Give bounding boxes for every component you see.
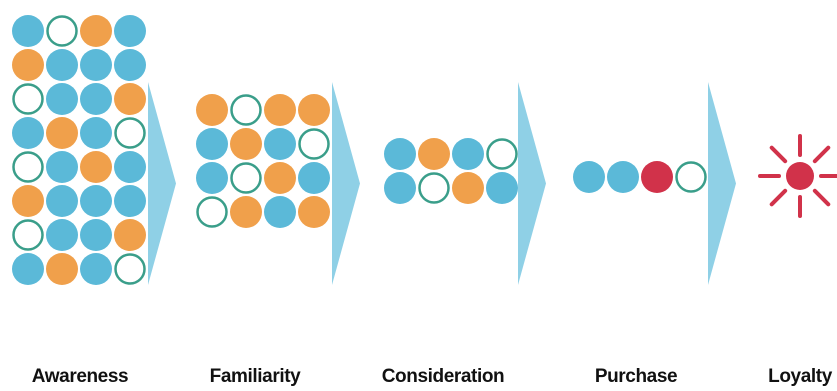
- blue-dot: [384, 138, 416, 170]
- loyalty-burst-icon: [758, 134, 837, 218]
- orange-dot: [114, 219, 146, 251]
- blue-dot: [46, 49, 78, 81]
- chevron-arrow-icon: [518, 82, 546, 285]
- orange-dot: [298, 196, 330, 228]
- red-dot: [641, 161, 673, 193]
- stage-dots-consideration: [384, 138, 518, 204]
- arrows-layer: [148, 82, 736, 285]
- empty-dot: [12, 151, 44, 183]
- orange-dot: [46, 253, 78, 285]
- orange-dot: [264, 94, 296, 126]
- orange-dot: [418, 138, 450, 170]
- stage-label-awareness: Awareness: [32, 366, 128, 387]
- stage-dots-awareness: [12, 15, 146, 285]
- blue-dot: [12, 15, 44, 47]
- chevron-arrow-icon: [332, 82, 360, 285]
- stage-dots-familiarity: [196, 94, 330, 228]
- orange-dot: [80, 15, 112, 47]
- blue-dot: [46, 151, 78, 183]
- blue-dot: [80, 117, 112, 149]
- loyalty-ray: [769, 188, 788, 207]
- blue-dot: [80, 83, 112, 115]
- blue-dot: [46, 83, 78, 115]
- orange-dot: [452, 172, 484, 204]
- blue-dot: [114, 15, 146, 47]
- empty-dot: [12, 83, 44, 115]
- blue-dot: [114, 49, 146, 81]
- dots-layer: [12, 15, 707, 285]
- orange-dot: [196, 94, 228, 126]
- blue-dot: [264, 196, 296, 228]
- orange-dot: [80, 151, 112, 183]
- blue-dot: [298, 162, 330, 194]
- blue-dot: [12, 117, 44, 149]
- loyalty-center-dot: [786, 162, 814, 190]
- blue-dot: [114, 151, 146, 183]
- blue-dot: [114, 185, 146, 217]
- blue-dot: [384, 172, 416, 204]
- blue-dot: [80, 253, 112, 285]
- orange-dot: [46, 117, 78, 149]
- loyalty-ray: [812, 145, 831, 164]
- loyalty-ray: [769, 145, 788, 164]
- orange-dot: [230, 196, 262, 228]
- orange-dot: [264, 162, 296, 194]
- empty-dot: [418, 172, 450, 204]
- orange-dot: [12, 49, 44, 81]
- blue-dot: [80, 185, 112, 217]
- blue-dot: [196, 128, 228, 160]
- empty-dot: [675, 161, 707, 193]
- empty-dot: [230, 162, 262, 194]
- blue-dot: [196, 162, 228, 194]
- loyalty-ray: [812, 188, 831, 207]
- blue-dot: [12, 253, 44, 285]
- blue-dot: [573, 161, 605, 193]
- empty-dot: [486, 138, 518, 170]
- empty-dot: [230, 94, 262, 126]
- chevron-arrow-icon: [708, 82, 736, 285]
- chevron-arrow-icon: [148, 82, 176, 285]
- blue-dot: [607, 161, 639, 193]
- empty-dot: [196, 196, 228, 228]
- empty-dot: [114, 117, 146, 149]
- orange-dot: [298, 94, 330, 126]
- labels-layer: Awareness Familiarity Consideration Purc…: [32, 366, 833, 387]
- empty-dot: [46, 15, 78, 47]
- orange-dot: [12, 185, 44, 217]
- blue-dot: [46, 219, 78, 251]
- empty-dot: [298, 128, 330, 160]
- blue-dot: [80, 219, 112, 251]
- stage-dots-purchase: [573, 161, 707, 193]
- orange-dot: [230, 128, 262, 160]
- stage-label-purchase: Purchase: [595, 366, 677, 387]
- empty-dot: [114, 253, 146, 285]
- blue-dot: [264, 128, 296, 160]
- blue-dot: [452, 138, 484, 170]
- empty-dot: [12, 219, 44, 251]
- blue-dot: [80, 49, 112, 81]
- stage-label-loyalty: Loyalty: [768, 366, 833, 387]
- stage-label-familiarity: Familiarity: [210, 366, 301, 387]
- blue-dot: [486, 172, 518, 204]
- stage-label-consideration: Consideration: [382, 366, 505, 387]
- blue-dot: [46, 185, 78, 217]
- orange-dot: [114, 83, 146, 115]
